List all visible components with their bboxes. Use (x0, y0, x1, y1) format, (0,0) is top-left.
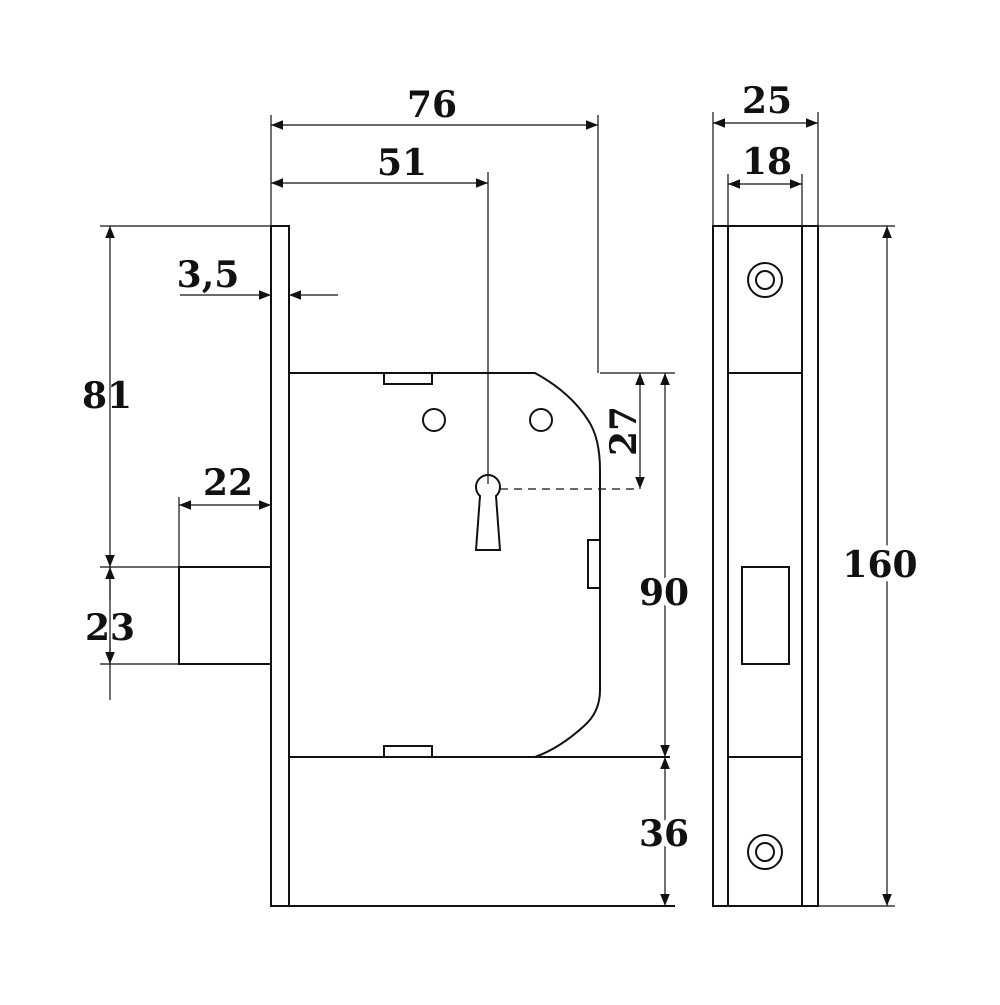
dim-label-90: 90 (639, 572, 689, 614)
screw-hole-left (422, 408, 446, 432)
dim-label-23: 23 (85, 607, 135, 649)
dimension-22: 22 (178, 462, 271, 567)
dimension-51: 51 (271, 142, 489, 484)
dim-label-36: 36 (639, 813, 689, 855)
dimension-23: 23 (85, 566, 179, 700)
dimension-3-5: 3,5 (177, 254, 338, 300)
dimension-36: 36 (634, 757, 694, 906)
dimension-81: 81 (82, 225, 271, 567)
front-view (178, 225, 675, 907)
dimension-25: 25 (712, 80, 819, 226)
keyhole (474, 474, 502, 551)
dimension-18: 18 (727, 141, 803, 226)
case-bottom-plate (289, 756, 675, 907)
dim-label-160: 160 (842, 544, 917, 586)
dim-label-22: 22 (203, 462, 253, 504)
dimension-27: 27 (600, 372, 675, 489)
bottom-tab (383, 745, 433, 758)
bolt (178, 566, 271, 665)
dim-label-27: 27 (603, 406, 645, 456)
forend-outer (712, 225, 819, 907)
lock-case (289, 372, 601, 758)
side-tab (587, 539, 601, 589)
forend-case-outline (727, 372, 803, 758)
dimension-90: 90 (634, 373, 694, 757)
dim-label-81: 81 (82, 375, 132, 417)
screw-bottom-outer (747, 834, 783, 870)
side-view (712, 225, 819, 907)
bolt-opening (741, 566, 790, 665)
dimension-76: 76 (270, 84, 599, 373)
screw-top-outer (747, 262, 783, 298)
dim-label-51: 51 (377, 142, 427, 184)
top-tab (383, 372, 433, 385)
dim-label-25: 25 (742, 80, 792, 122)
screw-bottom-inner (755, 842, 775, 862)
screw-top-inner (755, 270, 775, 290)
dim-label-76: 76 (407, 84, 457, 126)
forend-plate (270, 225, 290, 907)
dim-label-18: 18 (742, 141, 792, 183)
dim-label-3-5: 3,5 (177, 254, 240, 296)
screw-hole-right (529, 408, 553, 432)
dimension-160: 160 (818, 225, 923, 907)
